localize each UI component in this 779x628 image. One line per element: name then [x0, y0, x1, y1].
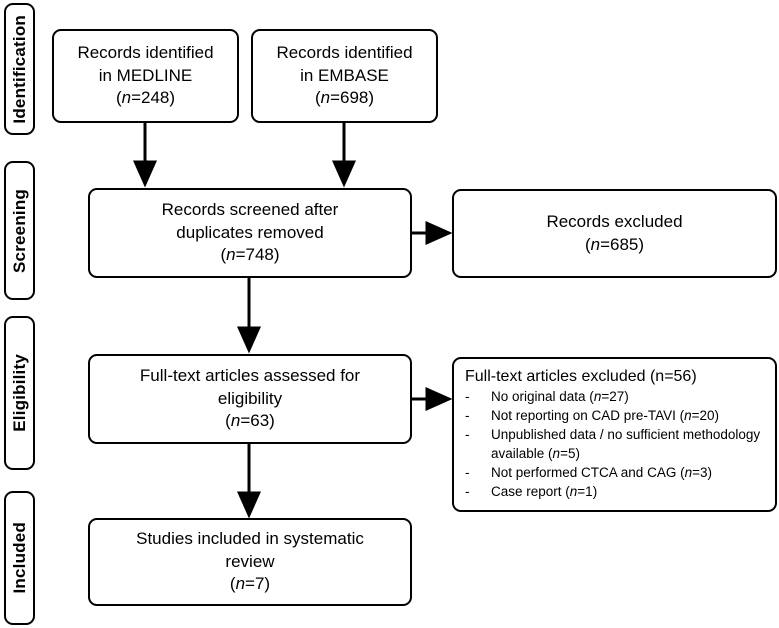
stage-label-included: Included	[4, 491, 35, 625]
stage-label-screening-text: Screening	[10, 188, 29, 273]
list-item-text: Unpublished data / no sufficient methodo…	[491, 427, 761, 462]
node-count: (n=248)	[115, 88, 176, 108]
list-item: - Case report (n=1)	[465, 483, 769, 502]
list-item-text: Not performed CTCA and CAG (n=3)	[491, 465, 712, 481]
node-line: Records excluded	[546, 212, 683, 232]
bullet-dash: -	[465, 389, 470, 405]
node-records-excluded: Records excluded (n=685)	[452, 189, 777, 278]
stage-label-identification-text: Identification	[10, 14, 29, 124]
node-count: (n=685)	[584, 234, 645, 254]
node-fulltext-excluded-list: - No original data (n=27) - Not reportin…	[465, 388, 769, 502]
bullet-dash: -	[465, 484, 470, 500]
list-item: - Not performed CTCA and CAG (n=3)	[465, 464, 769, 483]
node-records-screened-text: Records screened after duplicates remove…	[154, 199, 347, 266]
node-fulltext-assessed: Full-text articles assessed for eligibil…	[88, 354, 412, 444]
stage-label-identification: Identification	[4, 3, 35, 135]
node-records-identified-embase-text: Records identified in EMBASE (n=698)	[268, 42, 420, 109]
node-line: in EMBASE	[300, 65, 389, 85]
stage-label-screening: Screening	[4, 161, 35, 300]
list-item: - Not reporting on CAD pre-TAVI (n=20)	[465, 407, 769, 426]
node-records-excluded-text: Records excluded (n=685)	[538, 211, 690, 256]
node-records-identified-embase: Records identified in EMBASE (n=698)	[251, 29, 438, 123]
bullet-dash: -	[465, 408, 470, 424]
node-records-identified-medline: Records identified in MEDLINE (n=248)	[52, 29, 239, 123]
node-count: (n=748)	[220, 245, 280, 265]
node-studies-included-text: Studies included in systematic review (n…	[128, 528, 372, 595]
list-item-text: Not reporting on CAD pre-TAVI (n=20)	[491, 408, 719, 424]
stage-label-eligibility: Eligibility	[4, 316, 35, 470]
node-line: duplicates removed	[176, 222, 324, 242]
node-line: in MEDLINE	[98, 65, 193, 85]
node-line: Records identified	[276, 43, 413, 63]
node-line: Records screened after	[161, 200, 339, 220]
bullet-dash: -	[465, 427, 470, 443]
node-fulltext-excluded: Full-text articles excluded (n=56) - No …	[452, 357, 777, 512]
stage-label-included-text: Included	[10, 522, 29, 594]
node-records-screened: Records screened after duplicates remove…	[88, 188, 412, 278]
node-fulltext-assessed-text: Full-text articles assessed for eligibil…	[132, 365, 368, 432]
node-records-identified-medline-text: Records identified in MEDLINE (n=248)	[69, 42, 221, 109]
list-item: - No original data (n=27)	[465, 388, 769, 407]
node-count: (n=698)	[314, 88, 375, 108]
node-line: Studies included in systematic	[136, 529, 364, 549]
stage-label-eligibility-text: Eligibility	[10, 354, 29, 432]
node-fulltext-excluded-body: Full-text articles excluded (n=56) - No …	[454, 359, 775, 502]
node-line: Full-text articles assessed for	[139, 366, 361, 386]
list-item: - Unpublished data / no sufficient metho…	[465, 426, 769, 463]
node-line: Records identified	[77, 43, 214, 63]
list-item-text: No original data (n=27)	[491, 389, 629, 405]
node-line: eligibility	[217, 388, 283, 408]
node-count: (n=7)	[229, 574, 271, 594]
list-item-text: Case report (n=1)	[491, 484, 598, 500]
node-count: (n=63)	[225, 411, 275, 431]
node-line: review	[225, 551, 275, 571]
node-fulltext-excluded-heading: Full-text articles excluded (n=56)	[465, 368, 697, 385]
bullet-dash: -	[465, 465, 470, 481]
node-studies-included: Studies included in systematic review (n…	[88, 518, 412, 606]
